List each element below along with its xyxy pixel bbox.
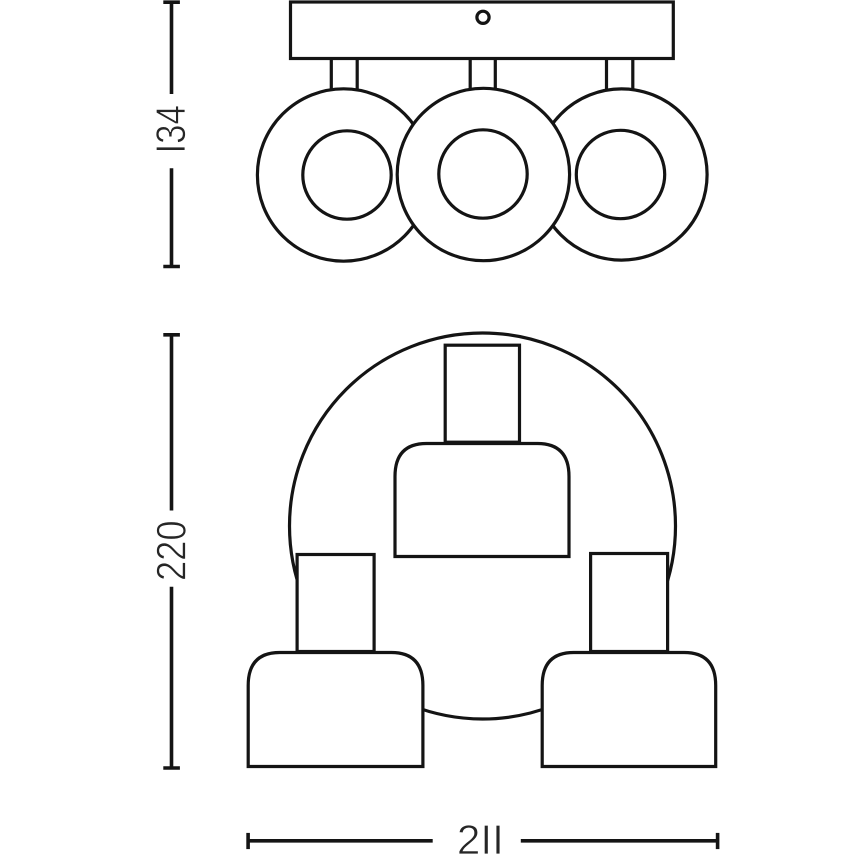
- svg-text:2II: 2II: [457, 816, 504, 863]
- svg-text:220: 220: [147, 520, 194, 581]
- svg-text:I34: I34: [147, 105, 194, 154]
